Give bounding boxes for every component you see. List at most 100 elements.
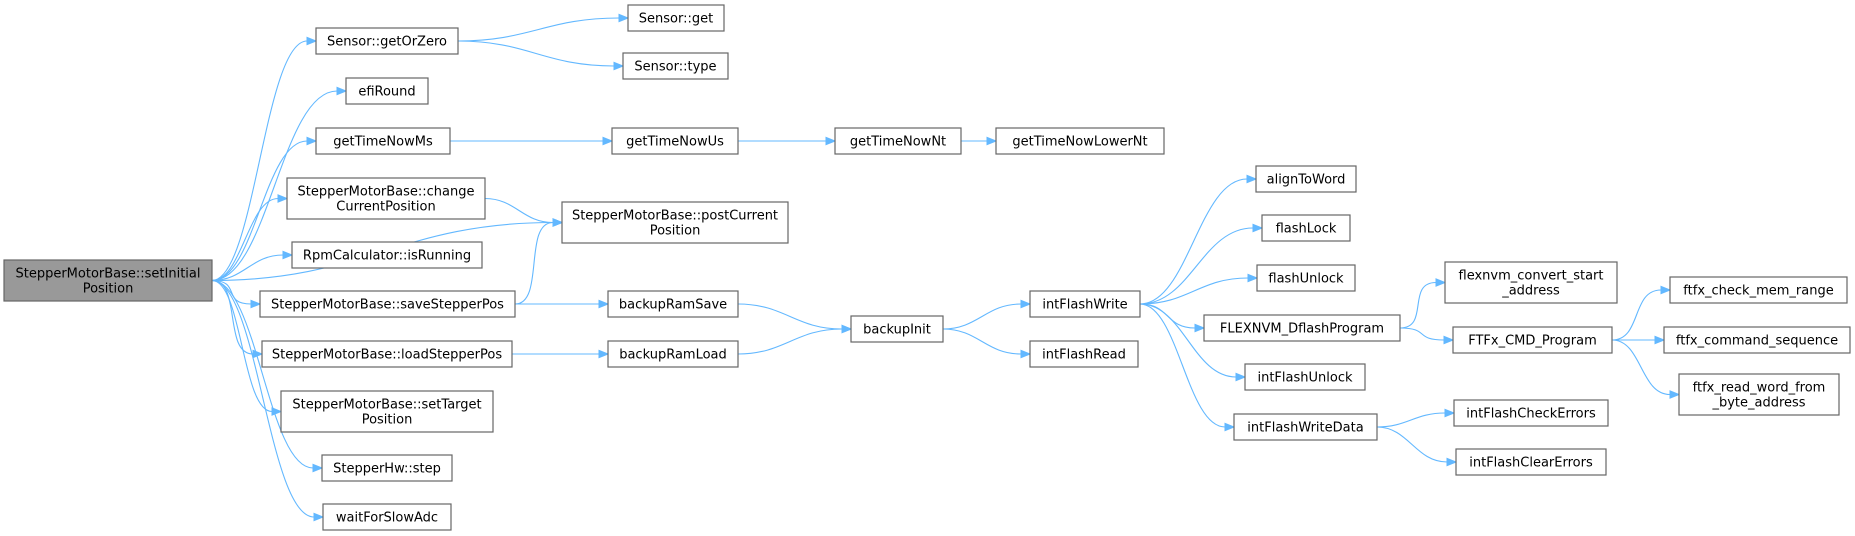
- edge-line: [1139, 178, 1248, 305]
- node-flash-lock[interactable]: flashLock: [1261, 214, 1351, 242]
- node-int-flash-write[interactable]: intFlashWrite: [1029, 290, 1141, 318]
- edge-arrowhead: [282, 250, 294, 260]
- node-label: backupInit: [863, 323, 931, 338]
- node-label: Sensor::type: [634, 60, 716, 75]
- node-get-time-now-us[interactable]: getTimeNowUs: [611, 127, 739, 155]
- node-int-flash-write-data[interactable]: intFlashWriteData: [1233, 413, 1378, 441]
- node-label: intFlashWriteData: [1247, 421, 1363, 436]
- edge-stepper-save-pos-to-stepper-post-current: [514, 218, 564, 305]
- node-label: backupRamSave: [619, 298, 727, 313]
- node-ftfx-read-word[interactable]: ftfx_read_word_from_byte_address: [1678, 373, 1840, 416]
- edge-arrowhead: [277, 194, 289, 203]
- node-label: waitForSlowAdc: [336, 511, 438, 526]
- edge-line: [1611, 289, 1662, 341]
- edge-line: [1376, 426, 1448, 463]
- edge-stepper-set-initial-to-efi-round: [211, 86, 348, 282]
- node-label: getTimeNowMs: [333, 135, 433, 150]
- edge-stepper-set-initial-to-stepper-hw-step: [211, 279, 324, 473]
- node-label: FLEXNVM_DflashProgram: [1220, 322, 1384, 337]
- node-efi-round[interactable]: efiRound: [345, 77, 429, 105]
- edge-ftfx-cmd-program-to-ftfx-read-word: [1611, 339, 1681, 399]
- node-label: ftfx_check_mem_range: [1683, 284, 1833, 299]
- edge-flexnvm-dflash-program-to-flexnvm-convert: [1399, 278, 1447, 329]
- node-align-to-word[interactable]: alignToWord: [1255, 165, 1357, 193]
- node-box: [1663, 326, 1851, 354]
- node-backup-ram-save[interactable]: backupRamSave: [607, 290, 739, 318]
- node-flexnvm-convert[interactable]: flexnvm_convert_start_address: [1444, 261, 1618, 304]
- node-stepper-save-pos[interactable]: StepperMotorBase::saveStepperPos: [259, 290, 516, 318]
- node-sensor-type[interactable]: Sensor::type: [622, 52, 729, 80]
- node-box: [622, 52, 729, 80]
- edge-arrowhead: [602, 136, 614, 146]
- edge-arrowhead: [1252, 223, 1264, 233]
- node-box: [1444, 261, 1618, 304]
- node-get-time-now-ms[interactable]: getTimeNowMs: [315, 127, 451, 155]
- edge-arrowhead: [1669, 390, 1681, 399]
- node-int-flash-read[interactable]: intFlashRead: [1029, 340, 1139, 368]
- edge-line: [1611, 339, 1671, 396]
- node-box: [1029, 290, 1141, 318]
- node-box: [322, 503, 452, 531]
- node-label: StepperMotorBase::setInitial: [15, 267, 200, 282]
- edge-get-time-now-us-to-get-time-now-nt: [737, 136, 837, 146]
- node-sensor-get[interactable]: Sensor::get: [627, 4, 725, 32]
- edge-backup-ram-save-to-backup-init: [737, 303, 853, 334]
- node-int-flash-clear-errors[interactable]: intFlashClearErrors: [1455, 448, 1607, 476]
- node-box: [627, 4, 725, 32]
- node-label: backupRamLoad: [619, 348, 727, 363]
- edge-sensor-get-or-zero-to-sensor-type: [457, 40, 625, 71]
- node-ftfx-command-sequence[interactable]: ftfx_command_sequence: [1663, 326, 1851, 354]
- edge-backup-init-to-int-flash-read: [942, 328, 1032, 359]
- edge-line: [1376, 412, 1446, 428]
- edge-arrowhead: [1224, 422, 1236, 432]
- edge-arrowhead: [1444, 408, 1456, 418]
- node-backup-ram-load[interactable]: backupRamLoad: [607, 340, 739, 368]
- edge-stepper-set-initial-to-stepper-save-pos: [211, 279, 262, 309]
- edge-arrowhead: [1246, 174, 1258, 184]
- node-int-flash-check-errors[interactable]: intFlashCheckErrors: [1453, 399, 1609, 427]
- node-get-time-now-lower-nt[interactable]: getTimeNowLowerNt: [995, 127, 1165, 155]
- edge-line: [737, 303, 843, 330]
- node-box: [321, 454, 453, 482]
- edge-line: [457, 17, 620, 42]
- edge-line: [737, 328, 843, 355]
- node-label: StepperMotorBase::change: [297, 185, 474, 200]
- edge-line: [1139, 303, 1237, 378]
- node-box: [607, 340, 739, 368]
- edge-int-flash-write-to-flexnvm-dflash-program: [1139, 303, 1206, 333]
- node-ftfx-cmd-program[interactable]: FTFx_CMD_Program: [1452, 326, 1613, 354]
- node-backup-init[interactable]: backupInit: [850, 315, 944, 343]
- node-label: intFlashUnlock: [1257, 371, 1352, 386]
- edge-arrowhead: [552, 218, 564, 227]
- edge-stepper-change-current-to-stepper-post-current: [484, 197, 564, 227]
- node-rpm-is-running[interactable]: RpmCalculator::isRunning: [291, 241, 483, 269]
- edge-arrowhead: [986, 136, 998, 146]
- node-flexnvm-dflash-program[interactable]: FLEXNVM_DflashProgram: [1203, 314, 1401, 342]
- node-stepper-hw-step[interactable]: StepperHw::step: [321, 454, 453, 482]
- node-int-flash-unlock[interactable]: intFlashUnlock: [1244, 363, 1366, 391]
- node-stepper-load-pos[interactable]: StepperMotorBase::loadStepperPos: [261, 340, 513, 368]
- node-flash-unlock[interactable]: flashUnlock: [1256, 264, 1356, 292]
- node-box: [850, 315, 944, 343]
- node-ftfx-check-mem-range[interactable]: ftfx_check_mem_range: [1669, 276, 1848, 304]
- edge-arrowhead: [618, 13, 630, 23]
- edge-line: [942, 303, 1022, 330]
- edge-line: [211, 90, 338, 282]
- node-sensor-get-or-zero[interactable]: Sensor::getOrZero: [315, 27, 459, 55]
- edge-arrowhead: [1446, 457, 1458, 467]
- node-label: Sensor::get: [639, 12, 713, 27]
- node-box: [286, 177, 486, 220]
- edge-stepper-set-initial-to-sensor-get-or-zero: [211, 36, 318, 282]
- edge-line: [211, 254, 284, 282]
- node-wait-for-slow-adc[interactable]: waitForSlowAdc: [322, 503, 452, 531]
- node-get-time-now-nt[interactable]: getTimeNowNt: [834, 127, 962, 155]
- node-label: StepperMotorBase::setTarget: [292, 398, 481, 413]
- node-box: [1669, 276, 1848, 304]
- edge-line: [211, 279, 254, 355]
